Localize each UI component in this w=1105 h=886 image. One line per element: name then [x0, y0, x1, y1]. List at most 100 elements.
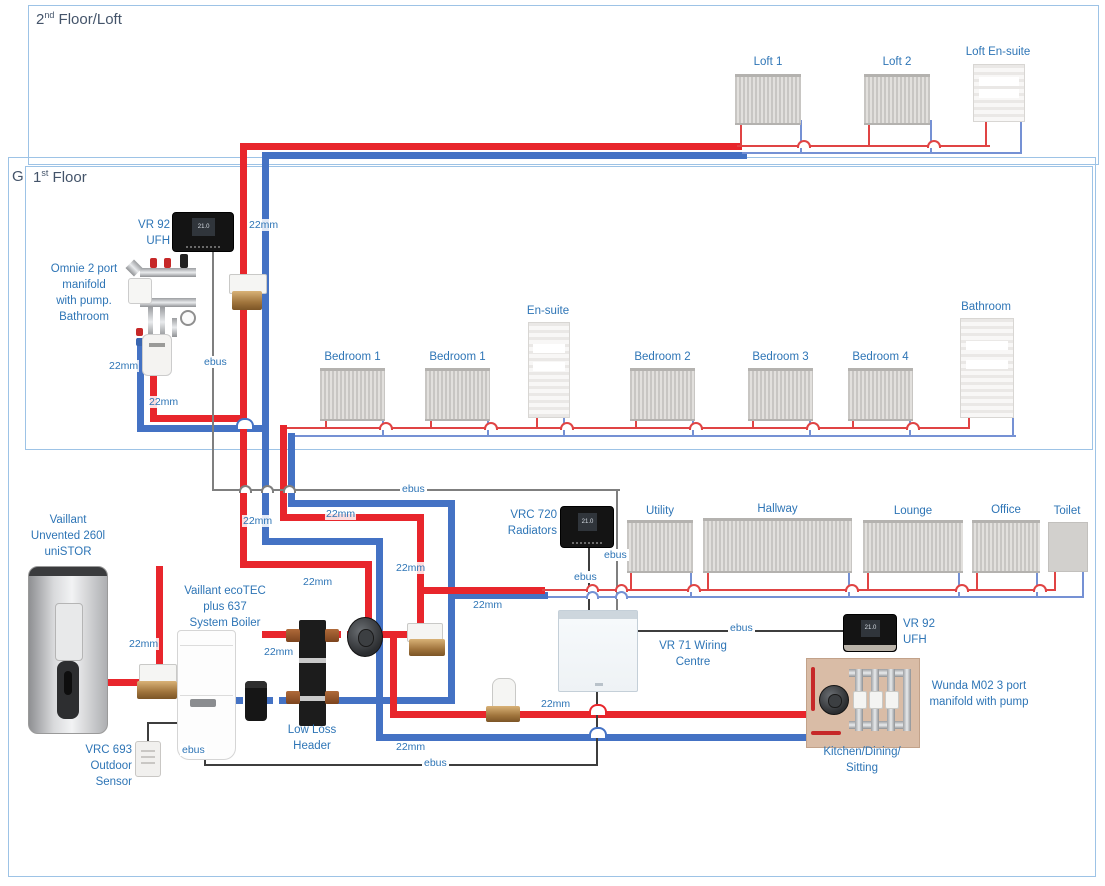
radiator-ground-3 — [972, 520, 1040, 573]
radiator-label: Loft 1 — [753, 56, 783, 68]
radiator-label: Loft En-suite — [965, 46, 1031, 58]
pipe-crossing-hop — [379, 422, 393, 430]
screen-temperature: 21.0 — [864, 625, 877, 632]
pipe-crossing-hop — [586, 591, 599, 599]
radiator-loft-1 — [864, 74, 930, 125]
pipe-omnie-return-h — [137, 425, 269, 432]
title-text: 1 — [33, 169, 42, 186]
radiator-ground-2 — [863, 520, 963, 573]
llh-port — [325, 691, 339, 704]
radiator-label: Toilet — [1053, 505, 1081, 517]
pipe-rad-flow-drop — [630, 568, 632, 590]
pipe-gf-flow-feed — [417, 587, 545, 594]
pipe-crossing-hop — [261, 485, 274, 493]
pipe-size-label: 22mm — [472, 599, 504, 611]
ebus-label: ebus — [728, 622, 755, 634]
pipe-rad-flow-drop — [868, 120, 870, 146]
radiator-label: Bedroom 1 — [324, 351, 381, 363]
vrc720-control: 21.0 — [560, 506, 614, 548]
radiator-first-2 — [528, 322, 570, 418]
pipe-rad-return-drop — [958, 568, 960, 597]
ebus-label: ebus — [400, 483, 427, 495]
radiator-first-4 — [748, 368, 813, 421]
radiator-ground-0 — [627, 520, 693, 573]
pipe-dhw-flow-h — [104, 679, 142, 686]
pipe-crossing-hop — [586, 584, 599, 592]
pipe-llh-pump-dash — [332, 631, 350, 638]
pipe-loft-return-main — [262, 152, 747, 159]
pipe-boiler-flow-v — [365, 561, 372, 622]
label-line: VR 71 Wiring — [659, 640, 727, 652]
pipe-rad-flow-drop — [1054, 570, 1056, 590]
label-line: Bathroom — [59, 311, 109, 323]
pipe-return-to-ufh-h — [262, 538, 383, 545]
pipe-rad-flow-drop — [707, 568, 709, 590]
pipe-rad-flow-drop — [985, 120, 987, 146]
title-text: Floor — [48, 169, 87, 186]
first-floor-title: 1st Floor — [33, 168, 87, 186]
pipe-ufh-flow-v — [390, 637, 397, 717]
ebus-label: ebus — [422, 757, 449, 769]
pipe-crossing-hop — [236, 418, 254, 429]
pipe-rad-return-drop — [848, 568, 850, 597]
vr92-ufh-left-thermostat: 21.0 — [172, 212, 234, 252]
vr71-label: VR 71 Wiring Centre — [648, 638, 738, 670]
pipe-size-label: 22mm — [128, 638, 160, 650]
thermostat-base — [844, 645, 896, 651]
pipe-rad-return-drop — [800, 120, 802, 153]
thermostat-screen: 21.0 — [192, 218, 215, 236]
pipe-bed-rad-return-line — [295, 435, 1016, 437]
vrc720-label: VRC 720 Radiators — [505, 507, 557, 539]
pipe-bed-flow-v — [280, 425, 287, 521]
boiler-label: Vaillant ecoTEC plus 637 System Boiler — [160, 583, 290, 631]
zone-valve-riser — [229, 274, 267, 312]
radiator-label: Bedroom 2 — [634, 351, 691, 363]
omnie-pump — [142, 334, 172, 376]
pipe-rad-flow-drop — [536, 415, 538, 428]
vr71-wiring-centre-image — [558, 610, 638, 692]
towel-rail-window — [966, 360, 1008, 370]
pipe-crossing-hop — [560, 422, 574, 430]
radiator-first-0 — [320, 368, 385, 421]
radiator-first-6 — [960, 318, 1014, 418]
pipe-size-label: 22mm — [248, 219, 280, 231]
first-floor-box — [25, 166, 1093, 450]
bypass-valve — [486, 678, 520, 726]
pipe-gf-return-feed — [448, 592, 548, 599]
unvented-cylinder — [28, 566, 108, 734]
ground-floor-title-partial: G — [12, 168, 24, 185]
radiator-label: Hallway — [757, 503, 798, 515]
dhw-zone-valve — [137, 664, 177, 702]
towel-rail-window — [979, 77, 1019, 87]
low-loss-header-label: Low Loss Header — [272, 722, 352, 754]
pipe-size-label: 22mm — [395, 741, 427, 753]
pipe-crossing-hop — [484, 422, 498, 430]
pipe-rad-return-drop — [1082, 570, 1084, 597]
radiator-loft-0 — [735, 74, 801, 125]
radiator-label: Bedroom 1 — [429, 351, 486, 363]
pipe-crossing-hop — [615, 584, 628, 592]
pipe-secondary-return-v — [448, 507, 455, 704]
label-line: Header — [293, 740, 331, 752]
label-line: Omnie 2 port — [50, 263, 118, 275]
pipe-crossing-hop — [689, 422, 703, 430]
pipe-rad-return-drop — [690, 568, 692, 597]
label-line: Low Loss — [287, 724, 337, 736]
label-line: Centre — [675, 656, 711, 668]
radiator-label: Bedroom 3 — [752, 351, 809, 363]
boiler-image — [177, 630, 236, 760]
heating-zone-valve — [407, 623, 445, 658]
screen-temperature: 21.0 — [581, 518, 594, 525]
pipe-rad-flow-drop — [740, 120, 742, 146]
pipe-flow-riser — [240, 143, 247, 568]
cylinder-label: Vaillant Unvented 260l uniSTOR — [20, 512, 116, 560]
label-line: UFH — [903, 634, 927, 646]
loft-floor-box — [28, 5, 1099, 165]
outdoor-sensor-image — [135, 741, 161, 777]
pipe-rad-flow-drop — [968, 415, 970, 428]
towel-rail-window — [966, 340, 1008, 350]
title-sup: st — [41, 168, 49, 178]
llh-port — [286, 629, 300, 642]
pipe-dhw-flow-v — [156, 566, 163, 668]
radiator-first-3 — [630, 368, 695, 421]
